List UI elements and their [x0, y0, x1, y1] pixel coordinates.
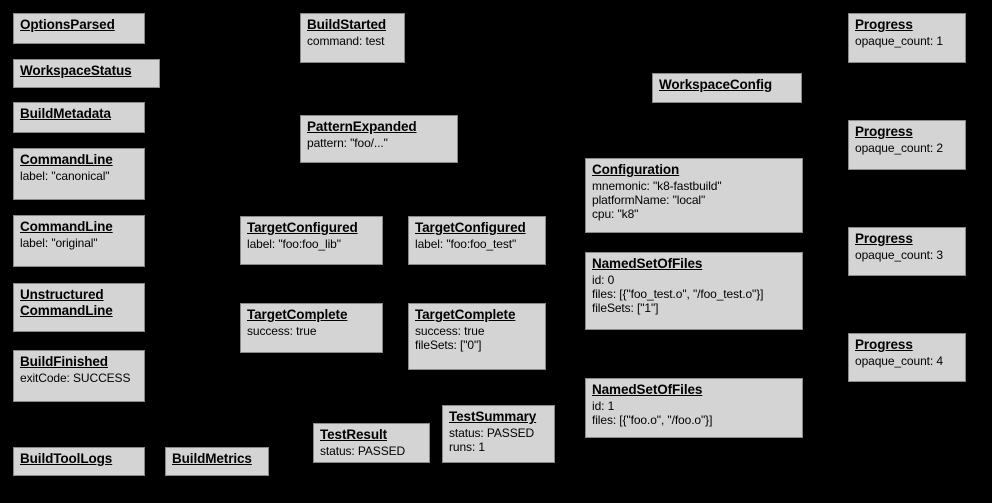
node-field: label: "canonical"	[20, 168, 110, 183]
node-unstructured-command-line[interactable]: Unstructured CommandLine	[13, 283, 145, 332]
node-fields: opaque_count: 2	[855, 141, 959, 155]
node-field: exitCode: SUCCESS	[20, 370, 131, 385]
node-title: BuildMetrics	[172, 451, 252, 466]
node-title: Unstructured CommandLine	[20, 287, 113, 318]
node-build-metadata[interactable]: BuildMetadata	[13, 102, 145, 133]
node-field: opaque_count: 4	[855, 353, 943, 368]
node-build-tool-logs[interactable]: BuildToolLogs	[13, 447, 145, 476]
node-field: id: 1	[592, 398, 615, 413]
node-title: NamedSetOfFiles	[592, 382, 703, 397]
node-fields: label: "foo:foo_lib"	[247, 237, 376, 251]
node-fields: success: true	[247, 324, 376, 338]
node-title: TestSummary	[449, 409, 537, 424]
node-field: opaque_count: 3	[855, 247, 943, 262]
node-fields: label: "foo:foo_test"	[415, 237, 539, 251]
node-title: BuildStarted	[307, 17, 387, 32]
node-field: mnemonic: "k8-fastbuild"	[592, 178, 722, 193]
node-title: BuildFinished	[20, 354, 108, 369]
node-title: WorkspaceStatus	[20, 63, 132, 78]
node-title: OptionsParsed	[20, 17, 115, 32]
node-field: id: 0	[592, 272, 615, 287]
node-field: status: PASSED	[449, 425, 535, 440]
node-title: CommandLine	[20, 152, 113, 167]
node-title: TargetConfigured	[415, 220, 526, 235]
node-title: Configuration	[592, 162, 680, 177]
node-field: success: true	[247, 323, 317, 338]
node-field: command: test	[307, 33, 385, 48]
node-title: NamedSetOfFiles	[592, 256, 703, 271]
node-fields: pattern: "foo/..."	[307, 136, 451, 150]
node-workspace-config[interactable]: WorkspaceConfig	[652, 73, 802, 103]
node-field: label: "foo:foo_test"	[415, 236, 517, 251]
node-field: runs: 1	[449, 440, 485, 455]
node-fields: label: "original"	[20, 236, 138, 250]
node-title: WorkspaceConfig	[659, 77, 773, 92]
node-build-metrics[interactable]: BuildMetrics	[165, 447, 269, 476]
node-fields: exitCode: SUCCESS	[20, 371, 138, 385]
node-fields: mnemonic: "k8-fastbuild"platformName: "l…	[592, 179, 796, 221]
node-title: TargetConfigured	[247, 220, 358, 235]
node-field: cpu: "k8"	[592, 207, 639, 222]
node-fields: opaque_count: 1	[855, 34, 959, 48]
node-field: label: "foo:foo_lib"	[247, 236, 341, 251]
node-title: TestResult	[320, 427, 388, 442]
node-title: TargetComplete	[247, 307, 348, 322]
node-options-parsed[interactable]: OptionsParsed	[13, 13, 145, 44]
node-title: Progress	[855, 124, 913, 139]
node-title: Progress	[855, 337, 913, 352]
node-field: opaque_count: 1	[855, 33, 943, 48]
node-field: opaque_count: 2	[855, 140, 943, 155]
node-title: CommandLine	[20, 219, 113, 234]
node-title: Progress	[855, 17, 913, 32]
node-field: platformName: "local"	[592, 193, 706, 208]
node-fields: status: PASSED	[320, 444, 423, 458]
node-fields: command: test	[307, 34, 398, 48]
node-title: BuildMetadata	[20, 106, 111, 121]
node-title: BuildToolLogs	[20, 451, 113, 466]
node-field: fileSets: ["0"]	[415, 338, 482, 353]
node-fields: opaque_count: 3	[855, 248, 959, 262]
node-fields: opaque_count: 4	[855, 354, 959, 368]
node-field: status: PASSED	[320, 443, 406, 458]
node-workspace-status[interactable]: WorkspaceStatus	[13, 59, 160, 88]
node-title: TargetComplete	[415, 307, 516, 322]
node-field: success: true	[415, 323, 485, 338]
node-field: files: [{"foo_test.o", "/foo_test.o"}]	[592, 287, 764, 302]
node-field: pattern: "foo/..."	[307, 135, 388, 150]
node-field: fileSets: ["1"]	[592, 301, 659, 316]
node-title: Progress	[855, 231, 913, 246]
node-title: PatternExpanded	[307, 119, 417, 134]
node-fields: label: "canonical"	[20, 169, 138, 183]
node-field: label: "original"	[20, 235, 98, 250]
node-field: files: [{"foo.o", "/foo.o"}]	[592, 413, 713, 428]
